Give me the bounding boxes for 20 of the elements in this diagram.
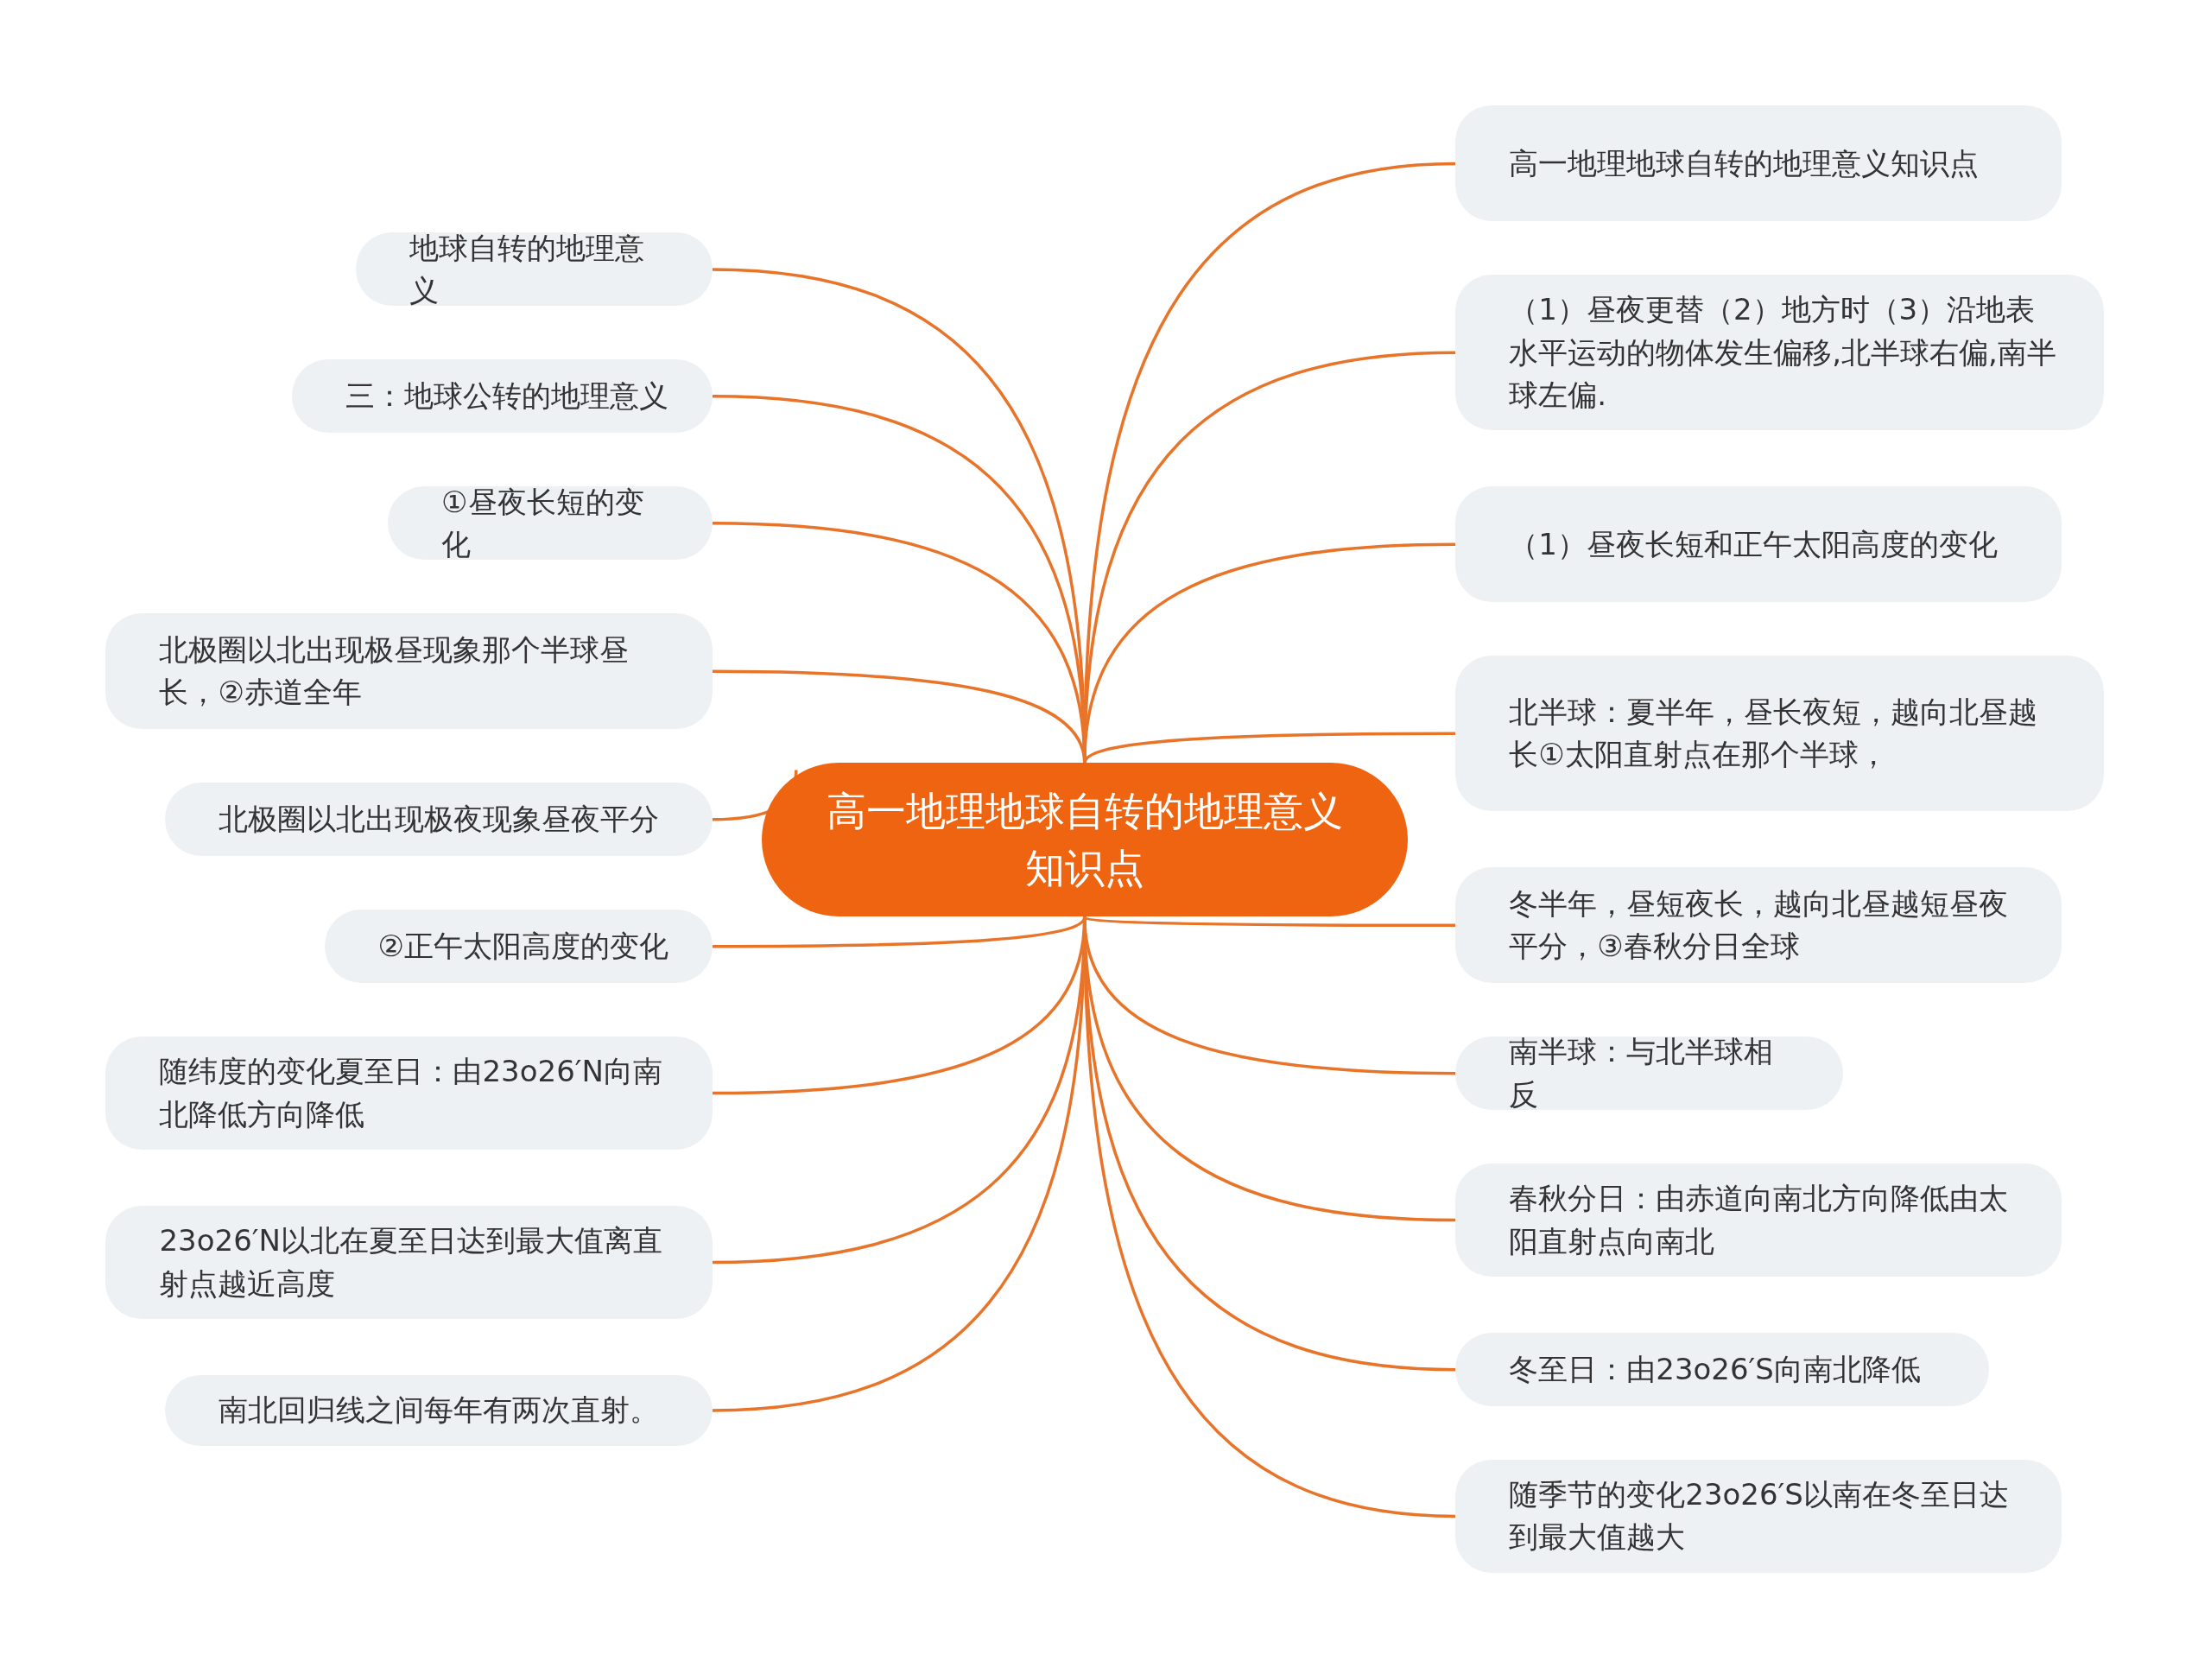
topic-box: 随纬度的变化夏至日：由23o26′N向南北降低方向降低: [105, 1037, 713, 1150]
topic-box: 北极圈以北出现极昼现象那个半球昼长，②赤道全年: [105, 613, 713, 730]
topic-box: 高一地理地球自转的地理意义知识点: [1455, 105, 2062, 222]
topic-box: （1）昼夜长短和正午太阳高度的变化: [1455, 486, 2062, 603]
topic-box: 南半球：与北半球相反: [1455, 1037, 1844, 1111]
topic-box: 冬半年，昼短夜长，越向北昼越短昼夜平分，③春秋分日全球: [1455, 867, 2062, 984]
topic-box: 23o26′N以北在夏至日达到最大值离直射点越近高度: [105, 1206, 713, 1319]
branch-line: [1084, 915, 1456, 927]
topic-box: 春秋分日：由赤道向南北方向降低由太阳直射点向南北: [1455, 1163, 2062, 1277]
topic-box: 北极圈以北出现极夜现象昼夜平分: [165, 783, 713, 857]
topic-box: 北半球：夏半年，昼长夜短，越向北昼越长①太阳直射点在那个半球，: [1455, 656, 2105, 811]
topic-box: 地球自转的地理意义: [355, 232, 713, 307]
topic-box: 随季节的变化23o26′S以南在冬至日达到最大值越大: [1455, 1460, 2062, 1573]
topic-box: ①昼夜长短的变化: [388, 486, 713, 561]
topic-box: 冬至日：由23o26′S向南北降低: [1455, 1333, 1989, 1407]
topic-box: 三：地球公转的地理意义: [292, 359, 713, 434]
topic-box: ②正午太阳高度的变化: [324, 910, 713, 984]
topic-box: 南北回归线之间每年有两次直射。: [165, 1375, 713, 1446]
topic-box: （1）昼夜更替（2）地方时（3）沿地表水平运动的物体发生偏移,北半球右偏,南半球左偏.: [1455, 275, 2105, 431]
central-topic: 高一地理地球自转的地理意义知识点: [761, 763, 1408, 917]
